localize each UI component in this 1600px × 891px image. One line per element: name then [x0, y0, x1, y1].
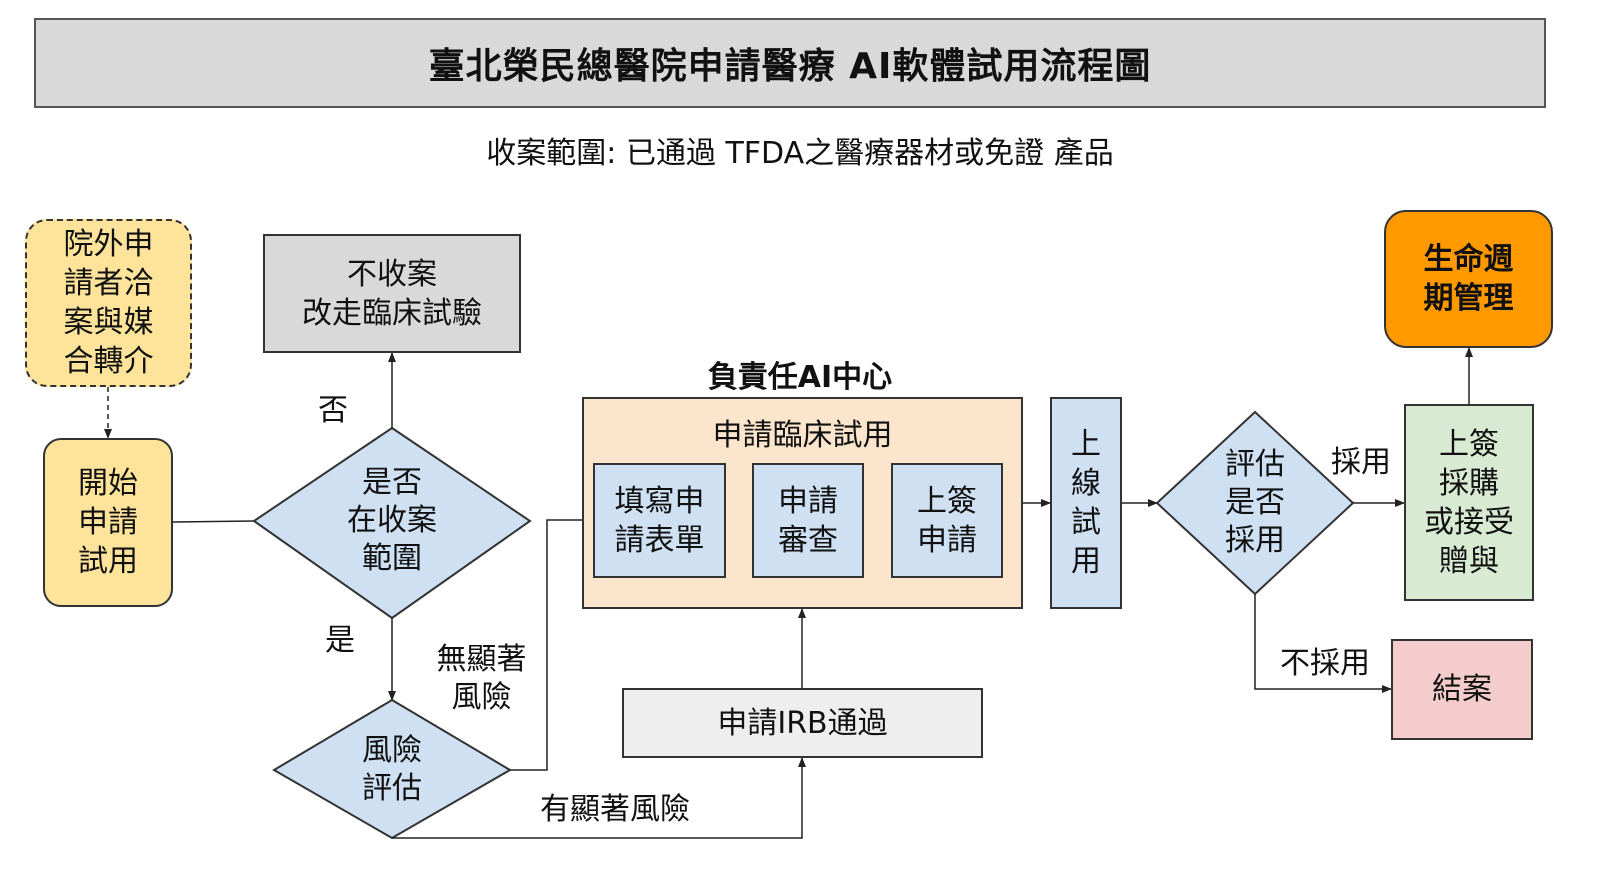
page-title: 臺北榮民總醫院申請醫療 AI軟體試用流程圖: [34, 18, 1546, 108]
fill-form-label: 填寫申 請表單: [614, 483, 705, 558]
ai-center-title: 負責任AI中心: [707, 360, 893, 395]
start-node: 開始 申請 試用: [43, 438, 173, 607]
page-subtitle: 收案範圍: 已通過 TFDA之醫療器材或免證 產品: [486, 136, 1114, 171]
significant-risk-arrow: [392, 757, 806, 839]
purchase-label: 上簽 採購 或接受 贈與: [1424, 426, 1514, 579]
edge-label-no-significant-risk: 無顯著 風險: [436, 642, 527, 715]
online-trial-node: 上 線 試 用: [1050, 397, 1122, 609]
edge-label-not-adopt: 不採用: [1280, 646, 1370, 681]
start-label: 開始 申請 試用: [78, 466, 138, 579]
clinical-trial-group-label: 申請臨床試用: [712, 418, 893, 453]
irb-node: 申請IRB通過: [622, 688, 983, 758]
no-risk-connector: [510, 519, 582, 771]
close-case-label: 結案: [1432, 672, 1492, 707]
edge-label-no: 否: [318, 393, 348, 428]
online-trial-label: 上 線 試 用: [1071, 427, 1101, 579]
edge-label-yes: 是: [325, 623, 355, 658]
review-label: 申請 審查: [778, 483, 838, 558]
adopt-no-arrow: [1254, 594, 1392, 693]
review-node: 申請 審查: [752, 463, 864, 578]
lifecycle-node: 生命週 期管理: [1384, 210, 1553, 348]
external-referral-label: 院外申 請者洽 案與媒 合轉介: [63, 227, 154, 379]
not-accepted-node: 不收案 改走臨床試驗: [263, 234, 521, 353]
external-referral-node: 院外申 請者洽 案與媒 合轉介: [25, 219, 192, 387]
not-accepted-label: 不收案 改走臨床試驗: [302, 256, 482, 331]
edge-label-significant-risk: 有顯著風險: [540, 792, 690, 827]
adopt-eval-label: 評估 是否 採用: [1225, 447, 1285, 558]
irb-label: 申請IRB通過: [717, 705, 888, 741]
start-to-scope-line: [172, 520, 255, 523]
purchase-node: 上簽 採購 或接受 贈與: [1404, 404, 1534, 601]
fill-form-node: 填寫申 請表單: [593, 463, 726, 578]
risk-eval-label: 風險 評估: [362, 733, 422, 806]
sign-apply-label: 上簽 申請: [917, 483, 977, 558]
sign-apply-node: 上簽 申請: [891, 463, 1003, 578]
scope-check-label: 是否 在收案 範圍: [347, 465, 437, 576]
lifecycle-label: 生命週 期管理: [1423, 242, 1514, 316]
close-case-node: 結案: [1391, 639, 1533, 740]
edge-label-adopt: 採用: [1331, 445, 1391, 480]
